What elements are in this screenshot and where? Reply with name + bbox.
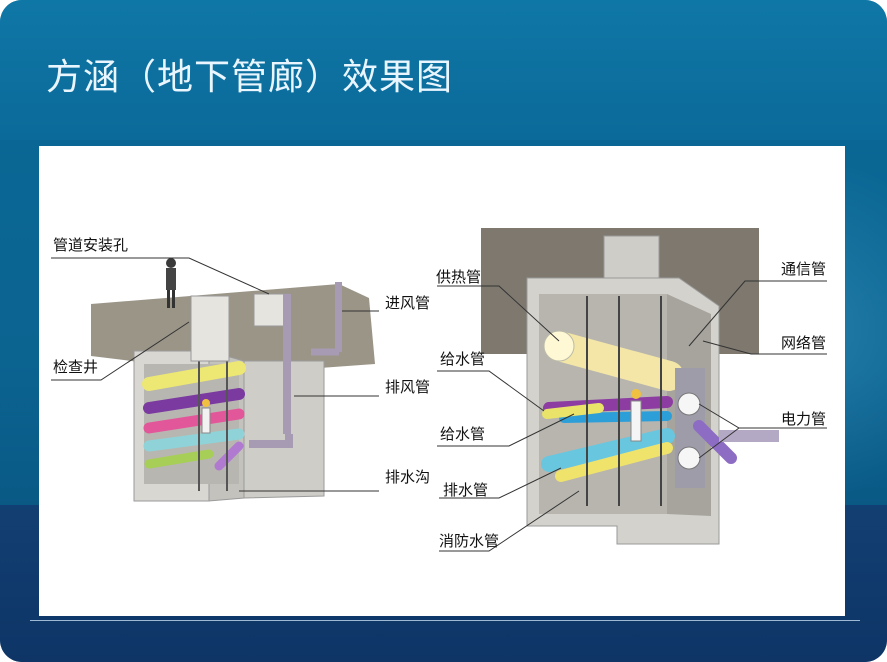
footer-rule <box>30 620 860 621</box>
utility-tunnel-illustration <box>51 228 827 552</box>
label-power-pipe: 电力管 <box>781 410 827 428</box>
label-drainage-ditch: 排水沟 <box>385 468 431 486</box>
label-water-supply-pipe-1: 给水管 <box>440 350 486 368</box>
label-drain-pipe: 排水管 <box>443 481 489 499</box>
label-inspection-well: 检查井 <box>53 358 99 376</box>
label-exhaust-pipe: 排风管 <box>385 378 431 396</box>
label-network-pipe: 网络管 <box>781 334 827 352</box>
left-tunnel-illustration <box>51 257 379 502</box>
label-telecom-pipe: 通信管 <box>781 260 827 278</box>
label-air-inlet-pipe: 进风管 <box>385 294 431 312</box>
right-tunnel-illustration <box>437 228 827 552</box>
label-water-supply-pipe-2: 给水管 <box>440 425 486 443</box>
label-fire-water-pipe: 消防水管 <box>439 532 500 550</box>
label-heating-pipe: 供热管 <box>436 268 482 286</box>
slide-title: 方涵（地下管廊）效果图 <box>46 57 454 98</box>
label-pipe-install-hole: 管道安装孔 <box>53 236 129 254</box>
diagram-panel: 管道安装孔 检查井 进风管 排风管 排水沟 供热管 给水管 给水管 排水管 消防… <box>39 146 845 616</box>
header-band <box>0 0 887 140</box>
